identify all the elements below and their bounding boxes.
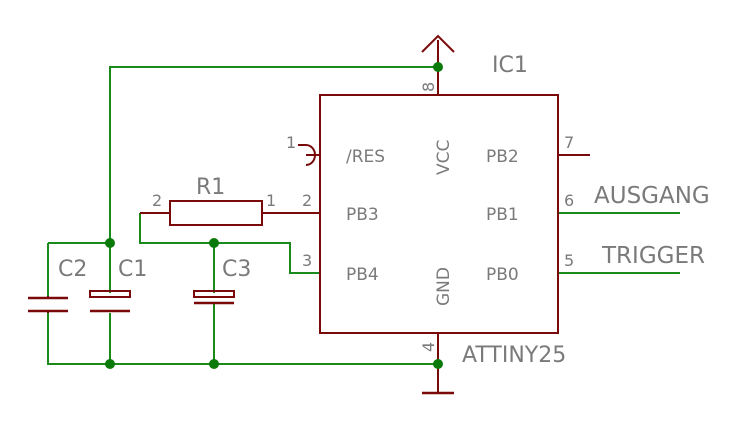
c1-name: C1 — [118, 257, 147, 282]
pin-num-2: 2 — [302, 191, 312, 210]
pin-label-pb1: PB1 — [486, 205, 519, 225]
pin-num-1: 1 — [286, 133, 296, 152]
components — [28, 34, 590, 395]
ic-value: ATTINY25 — [462, 343, 566, 368]
junction-dot — [209, 238, 219, 248]
ic-name: IC1 — [492, 53, 528, 78]
inversion-bubble-icon — [305, 144, 316, 166]
wire-vcc — [109, 66, 438, 243]
pin-label-pb0: PB0 — [486, 265, 519, 285]
pin-label-pb2: PB2 — [486, 147, 519, 167]
pin-label-res: /RES — [346, 147, 385, 167]
c1-plate-top — [89, 290, 131, 298]
wires — [47, 66, 680, 365]
r1-pin-1: 1 — [266, 191, 276, 210]
junction-dot — [433, 62, 443, 72]
net-label-ausgang: AUSGANG — [594, 183, 710, 209]
pin-label-vcc: VCC — [434, 140, 454, 175]
junction-dot — [105, 238, 115, 248]
r1-name: R1 — [196, 175, 225, 200]
vcc-arrow-icon — [421, 34, 455, 53]
pin-label-pb3: PB3 — [346, 205, 379, 225]
wire-r1-pb4 — [139, 213, 320, 274]
pin-label-gnd: GND — [434, 267, 454, 306]
pin-label-pb4: PB4 — [346, 265, 379, 285]
pin-num-3: 3 — [302, 251, 312, 270]
pin-num-7: 7 — [564, 133, 574, 152]
junction-dot — [105, 359, 115, 369]
c3-plate-top — [193, 290, 235, 298]
wire-gnd — [47, 313, 438, 365]
c2-name: C2 — [58, 257, 87, 282]
junction-dot — [209, 359, 219, 369]
pin-num-5: 5 — [564, 251, 574, 270]
pin-num-6: 6 — [564, 191, 574, 210]
junctions — [105, 62, 443, 369]
r1-pin-2: 2 — [152, 191, 162, 210]
r1-body — [169, 200, 263, 226]
c3-name: C3 — [222, 257, 251, 282]
pin-num-4: 4 — [419, 342, 438, 352]
net-label-trigger: TRIGGER — [601, 243, 705, 269]
junction-dot — [433, 359, 443, 369]
pin-num-8: 8 — [419, 82, 438, 92]
